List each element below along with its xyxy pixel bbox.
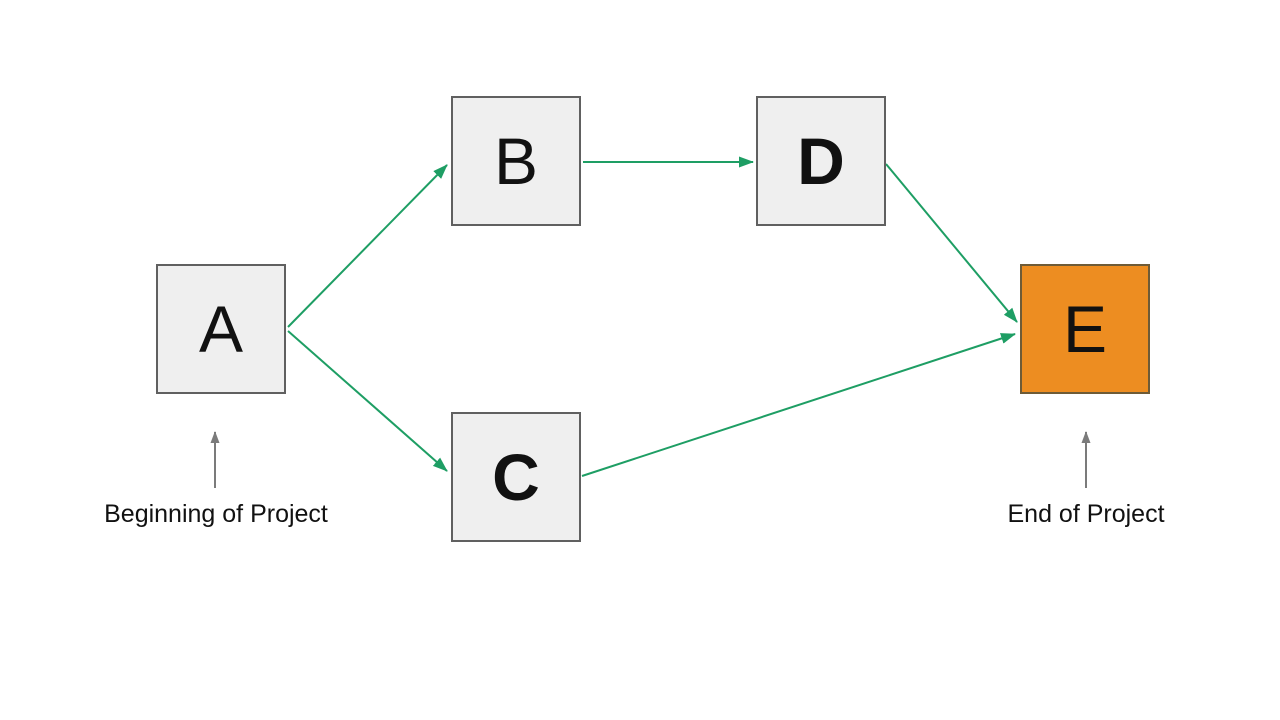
node-A-label: A: [198, 292, 244, 366]
edge-A-C: [287, 330, 448, 472]
edge-A-B: [287, 164, 448, 328]
node-E-label: E: [1062, 292, 1108, 366]
edge-D-E: [885, 163, 1018, 323]
edge-C-E: [581, 333, 1016, 477]
node-C-label: C: [492, 440, 540, 514]
node-D-label: D: [797, 124, 845, 198]
node-E: E: [1020, 264, 1150, 394]
caption-beginning-of-project: Beginning of Project: [104, 500, 328, 528]
node-C: C: [451, 412, 581, 542]
caption-end-of-project: End of Project: [1007, 500, 1165, 528]
node-D: D: [756, 96, 886, 226]
node-B-label: B: [493, 124, 539, 198]
node-A: A: [156, 264, 286, 394]
node-B: B: [451, 96, 581, 226]
